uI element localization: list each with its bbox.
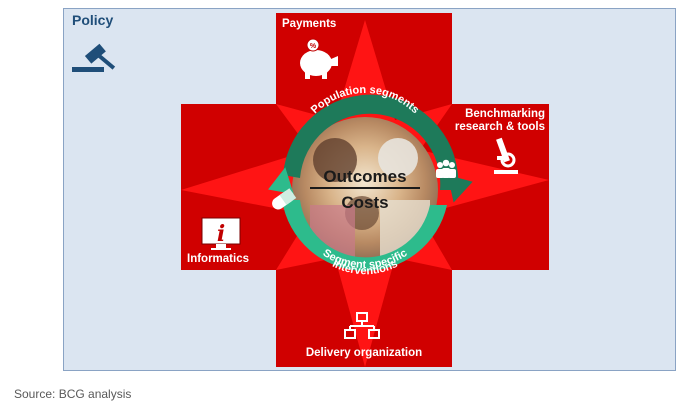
piggy-bank-icon: % — [300, 38, 338, 79]
population-arc — [283, 94, 473, 203]
people-group-icon — [436, 159, 456, 178]
microscope-icon — [494, 137, 518, 174]
informatics-label: Informatics — [187, 253, 249, 265]
svg-text:i: i — [217, 221, 225, 247]
payments-label: Payments — [282, 18, 337, 30]
delivery-label: Delivery organization — [305, 347, 423, 359]
org-chart-icon — [344, 312, 380, 339]
outcomes-label: Outcomes — [310, 167, 420, 189]
costs-label: Costs — [341, 193, 389, 212]
info-monitor-icon: i — [201, 217, 241, 250]
benchmarking-label-2: research & tools — [454, 121, 545, 133]
policy-label: Policy — [72, 12, 114, 28]
gavel-icon — [72, 43, 116, 72]
benchmarking-label-1: Benchmarking — [465, 108, 545, 120]
svg-text:%: % — [310, 43, 317, 50]
intervention-arc — [268, 167, 447, 271]
pill-icon — [272, 188, 297, 210]
source-note: Source: BCG analysis — [14, 387, 132, 401]
